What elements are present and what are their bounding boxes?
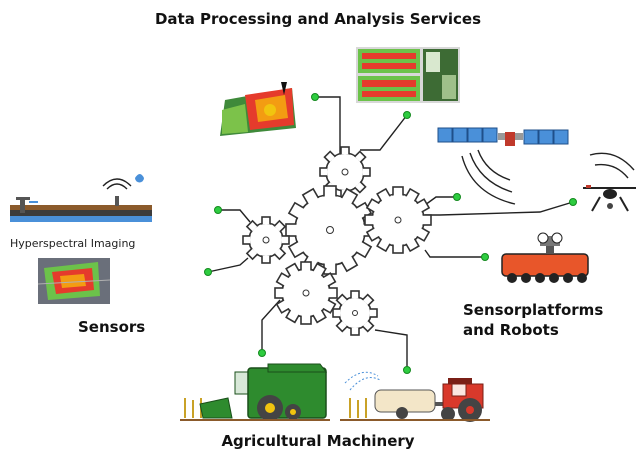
connector-satellite [424,196,457,206]
field-map-icon [220,82,296,136]
node-dot [214,206,222,214]
diagram-title: Data Processing and Analysis Services [154,10,482,28]
node-dot [403,366,411,374]
gear-icon [242,216,290,264]
drone-icon [583,152,636,212]
soil-sensor-icon [10,174,152,222]
node-dot [204,268,212,276]
connector-tractor [374,329,408,370]
sensorplatforms-label-line2: and Robots [463,321,559,339]
node-dot [311,93,319,101]
node-dot [569,198,577,206]
connector-hyperspectral [207,257,249,273]
gears [242,146,432,336]
sensors-label: Sensors [78,318,146,336]
connector-robot [424,249,485,258]
connector-drone [425,201,574,216]
node-dot [453,193,461,201]
connector-field-imagery [360,114,408,151]
hyperspectral-image-icon [37,258,111,304]
connection-nodes [204,93,577,374]
node-dot [481,253,489,261]
gear-icon [285,185,375,275]
gear-icon [364,186,432,254]
combine-harvester-icon [180,363,330,421]
gear-icon [274,261,338,325]
node-dot [403,111,411,119]
satellite-icon [437,127,569,205]
sensorplatforms-label: Sensorplatforms and Robots [463,300,603,340]
node-dot [258,349,266,357]
field-imagery-icon [356,47,460,103]
hyperspectral-label: Hyperspectral Imaging [10,237,136,250]
machinery-label: Agricultural Machinery [221,432,415,450]
connector-sensors [218,209,251,223]
gear-icon [332,290,378,336]
robot-icon [501,232,589,283]
connector-lines [207,96,574,370]
connector-field-map [315,96,341,160]
tractor-sprayer-icon [340,371,490,422]
sensorplatforms-label-line1: Sensorplatforms [463,301,604,319]
connector-combine [261,299,281,353]
